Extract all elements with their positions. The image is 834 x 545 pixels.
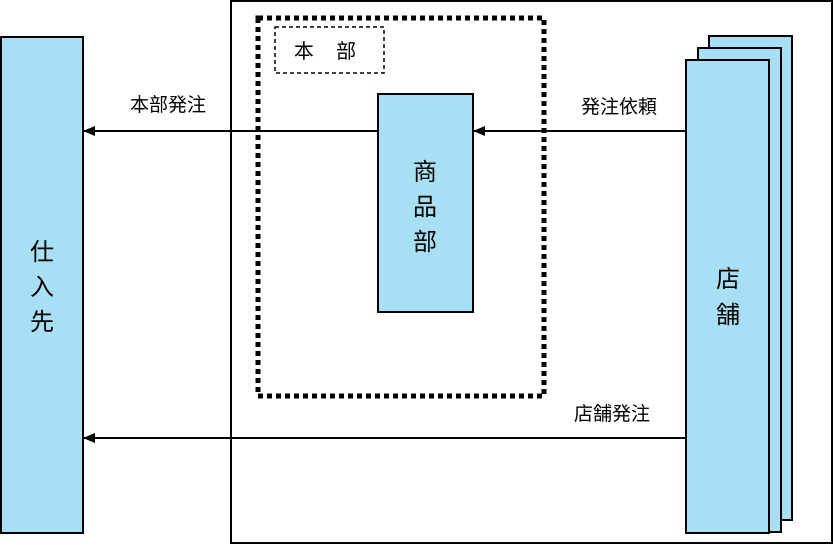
supplier-label-char-1: 仕 xyxy=(30,238,54,266)
supplier-box xyxy=(0,36,84,534)
store-label-char-1: 店 xyxy=(716,265,740,293)
store-order-label: 店舗発注 xyxy=(574,403,650,425)
headquarters-region xyxy=(255,15,547,399)
store-box xyxy=(685,59,770,534)
headquarters-label-box xyxy=(274,26,385,74)
outer-frame xyxy=(230,0,833,544)
hq-order-label: 本部発注 xyxy=(130,94,206,116)
supplier-label-char-2: 入 xyxy=(30,273,54,301)
supplier-label-char-3: 先 xyxy=(30,308,54,336)
order-request-label: 発注依頼 xyxy=(581,96,657,118)
merchandising-label-char-2: 品 xyxy=(413,193,437,221)
store-label-char-2: 舗 xyxy=(716,301,740,329)
merchandising-label-char-3: 部 xyxy=(413,228,437,256)
merchandising-label-char-1: 商 xyxy=(413,158,437,186)
merchandising-box xyxy=(377,93,474,313)
headquarters-label: 本 部 xyxy=(294,39,364,63)
